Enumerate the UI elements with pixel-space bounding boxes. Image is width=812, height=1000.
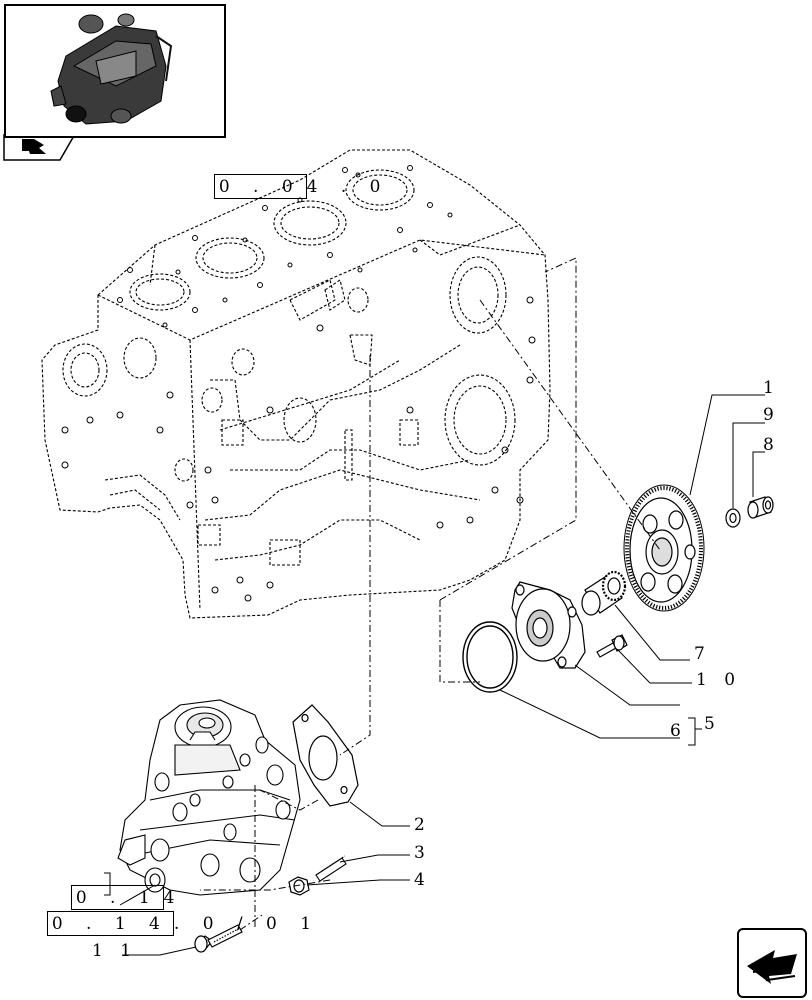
bolt-11 — [194, 924, 243, 953]
engine-thumbnail-icon — [50, 13, 173, 125]
next-page-button[interactable] — [737, 928, 807, 998]
reference-top-boxed: 0 . 0 — [213, 174, 307, 199]
callout-7: 7 — [694, 644, 711, 664]
engine-thumbnail — [4, 4, 226, 138]
reference-bottom-1-boxed: 0 . 1 — [70, 885, 164, 910]
reference-bottom-1-rest: 4 — [163, 888, 184, 908]
callout-3: 3 — [414, 843, 431, 863]
gear-1 — [623, 484, 705, 612]
stud-3 — [315, 855, 347, 882]
callout-2: 2 — [414, 815, 431, 835]
o-ring-6 — [462, 621, 518, 693]
tab-outline — [3, 133, 76, 161]
reference-bottom-2-boxed: 0 . 1 4 — [46, 911, 174, 936]
flange-housing — [511, 581, 586, 669]
nut-4 — [288, 876, 310, 896]
callout-8: 8 — [763, 435, 780, 455]
callout-1: 1 — [763, 378, 780, 398]
bolt-10 — [596, 634, 628, 658]
callout-9: 9 — [763, 405, 780, 425]
block-bolt-holes — [61, 165, 536, 602]
callout-11: 1 1 — [92, 941, 138, 961]
next-page-arrow-icon — [747, 950, 797, 984]
reference-bottom-2: 0 . 1 4. 0 / 0 1 — [18, 899, 321, 936]
pinion-7 — [581, 570, 627, 616]
book-arrow-icon — [22, 139, 46, 154]
reference-bottom-2-rest: . 0 / 0 1 — [173, 914, 321, 934]
injection-pump — [117, 699, 301, 896]
sleeve-8 — [747, 496, 774, 519]
callout-4: 4 — [414, 870, 431, 890]
construction-lines — [200, 257, 661, 931]
reference-top-rest: 4 . 0 — [306, 177, 390, 197]
engine-block — [41, 149, 551, 619]
callout-6: 6 — [670, 721, 687, 741]
washer-9 — [725, 508, 741, 528]
leader-lines — [104, 394, 765, 956]
book-tab[interactable] — [4, 134, 70, 158]
callout-5: 5 — [704, 714, 721, 734]
callout-10: 1 0 — [696, 670, 742, 690]
gasket-2 — [292, 704, 359, 807]
